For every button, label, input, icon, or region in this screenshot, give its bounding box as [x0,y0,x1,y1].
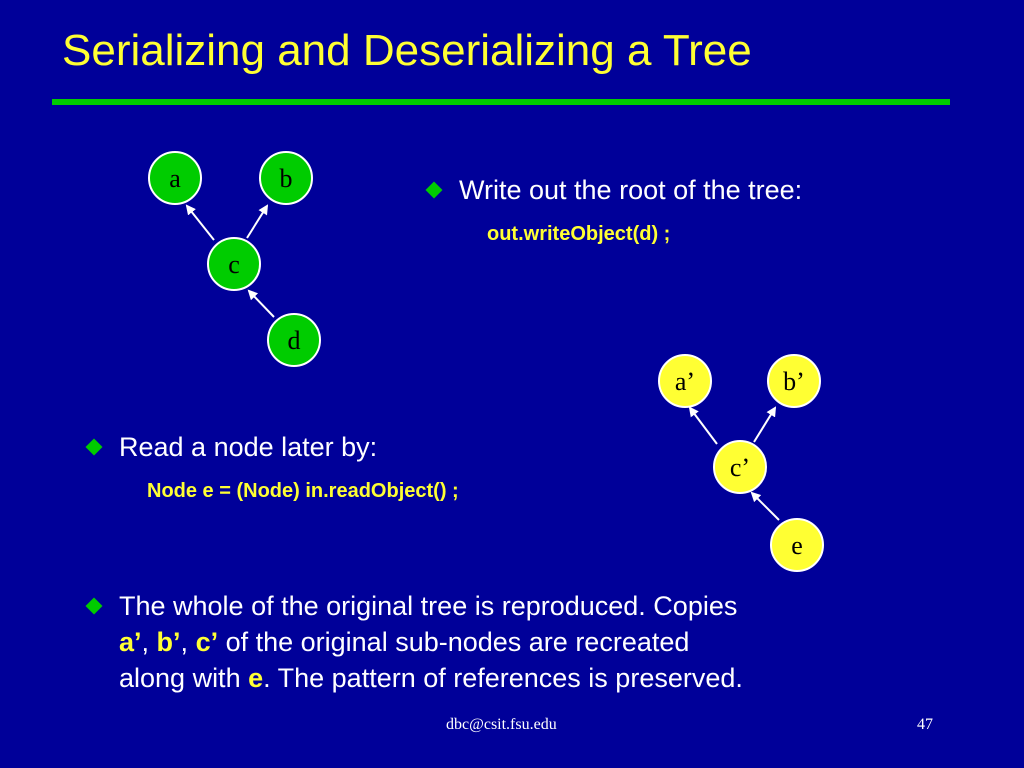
edge-e-to-c2 [750,491,780,521]
bullet-2-code: Node e = (Node) in.readObject() ; [147,480,459,502]
node-a-copy: a’ [658,354,712,408]
copy-a-ref: a’ [119,627,142,657]
node-b-copy-label: b’ [783,367,805,396]
node-b: b [259,151,313,205]
edge-c2-to-a2 [688,406,718,445]
slide-title: Serializing and Deserializing a Tree [62,26,752,75]
original-tree-edges [185,204,275,318]
bullet-1-text: Write out the root of the tree: [459,175,803,205]
node-c: c [207,237,261,291]
edge-c2-to-b2 [753,406,777,443]
node-d-label: d [288,326,301,355]
title-underline [52,99,950,105]
copy-b-ref: b’ [156,627,181,657]
node-c-copy-label: c’ [730,453,750,482]
edge-c-to-b [246,204,269,239]
bullet-2-text: Read a node later by: [119,432,378,462]
footer-email: dbc@csit.fsu.edu [446,716,557,733]
node-e: e [770,518,824,572]
node-a: a [148,151,202,205]
node-e-ref: e [248,663,264,693]
node-b-copy: b’ [767,354,821,408]
node-c-label: c [228,250,240,279]
node-a-label: a [169,164,181,193]
edge-c-to-a [185,204,215,241]
node-c-copy: c’ [713,440,767,494]
node-e-label: e [791,531,803,560]
original-tree-nodes: a b c d [148,151,321,367]
bullet-3-line-1: The whole of the original tree is reprod… [119,591,738,621]
copy-c-ref: c’ [195,627,219,657]
node-d: d [267,313,321,367]
node-b-label: b [280,164,293,193]
bullet-1-code: out.writeObject(d) ; [487,223,671,245]
bullet-3-line-2: a’, b’, c’ of the original sub-nodes are… [119,627,690,657]
footer-page-number: 47 [917,716,933,733]
copy-tree-nodes: a’ b’ c’ e [658,354,824,572]
edge-d-to-c [247,289,275,318]
bullet-3-text: The whole of the original tree is reprod… [119,588,949,696]
copy-tree-edges [688,406,780,521]
node-a-copy-label: a’ [675,367,695,396]
bullet-3-line-3: along with e. The pattern of references … [119,663,743,693]
